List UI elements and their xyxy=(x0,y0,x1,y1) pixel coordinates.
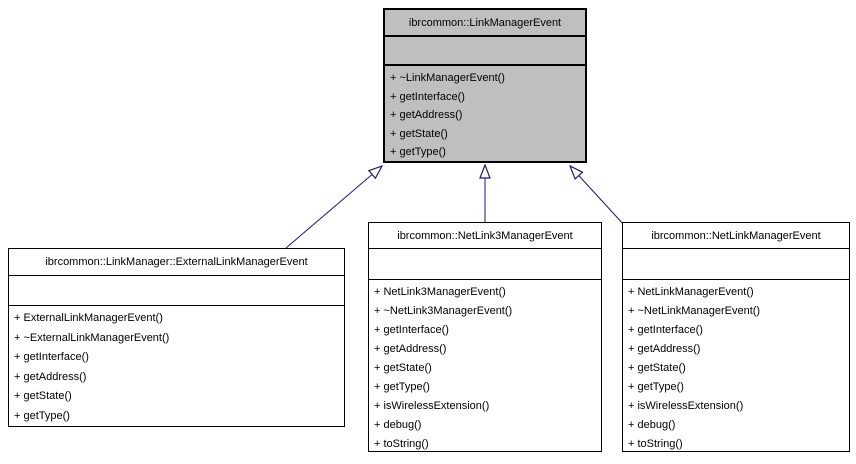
method-item: + ~ExternalLinkManagerEvent() xyxy=(14,331,170,344)
method-item: + getAddress() xyxy=(374,343,447,355)
method-item: + getType() xyxy=(374,381,430,393)
method-item: + getType() xyxy=(14,409,70,422)
method-item: + getState() xyxy=(390,127,448,140)
class-name: ibrcommon::NetLinkManagerEvent xyxy=(623,223,849,249)
method-item: + ~NetLink3ManagerEvent() xyxy=(374,305,513,317)
attributes-section xyxy=(623,249,849,280)
class-name: ibrcommon::LinkManager::ExternalLinkMana… xyxy=(9,249,344,276)
class-name: ibrcommon::NetLink3ManagerEvent xyxy=(369,223,601,249)
method-item: + getAddress() xyxy=(14,370,87,383)
method-item: + getState() xyxy=(14,390,72,403)
method-item: + isWirelessExtension() xyxy=(374,400,490,412)
method-item: + getInterface() xyxy=(374,324,449,336)
class-node-externallinkmanagerevent[interactable]: ibrcommon::LinkManager::ExternalLinkMana… xyxy=(8,248,345,427)
method-item: + getType() xyxy=(390,146,446,158)
method-item: + toString() xyxy=(628,438,683,450)
attributes-section xyxy=(385,37,585,66)
class-node-netlinkmanagerevent[interactable]: ibrcommon::NetLinkManagerEvent + NetLink… xyxy=(622,222,850,452)
method-item: + getAddress() xyxy=(390,109,463,121)
method-item: + getType() xyxy=(628,381,684,393)
class-node-linkmanagerevent[interactable]: ibrcommon::LinkManagerEvent + ~LinkManag… xyxy=(383,8,587,163)
method-item: + getState() xyxy=(628,362,686,374)
method-item: + ~NetLinkManagerEvent() xyxy=(628,305,761,317)
class-node-netlink3managerevent[interactable]: ibrcommon::NetLink3ManagerEvent + NetLin… xyxy=(368,222,602,452)
method-item: + debug() xyxy=(628,419,676,431)
method-item: + getInterface() xyxy=(628,324,703,336)
methods-section: + ~LinkManagerEvent() + getInterface() +… xyxy=(385,66,585,161)
method-item: + getState() xyxy=(374,362,432,374)
method-item: + toString() xyxy=(374,438,429,450)
attributes-section xyxy=(9,276,344,306)
attributes-section xyxy=(369,249,601,280)
methods-section: + ExternalLinkManagerEvent() + ~External… xyxy=(9,306,344,426)
class-name: ibrcommon::LinkManagerEvent xyxy=(385,10,585,37)
method-item: + ~LinkManagerEvent() xyxy=(390,72,505,84)
method-item: + getAddress() xyxy=(628,343,701,355)
method-item: + ExternalLinkManagerEvent() xyxy=(14,312,163,324)
methods-section: + NetLink3ManagerEvent() + ~NetLink3Mana… xyxy=(369,280,601,451)
method-item: + isWirelessExtension() xyxy=(628,400,744,412)
method-item: + getInterface() xyxy=(14,351,89,364)
methods-section: + NetLinkManagerEvent() + ~NetLinkManage… xyxy=(623,280,849,451)
method-item: + getInterface() xyxy=(390,90,465,103)
method-item: + debug() xyxy=(374,419,422,431)
inheritance-edge-netlink xyxy=(570,166,626,227)
method-item: + NetLinkManagerEvent() xyxy=(628,286,754,298)
method-item: + NetLink3ManagerEvent() xyxy=(374,286,506,298)
